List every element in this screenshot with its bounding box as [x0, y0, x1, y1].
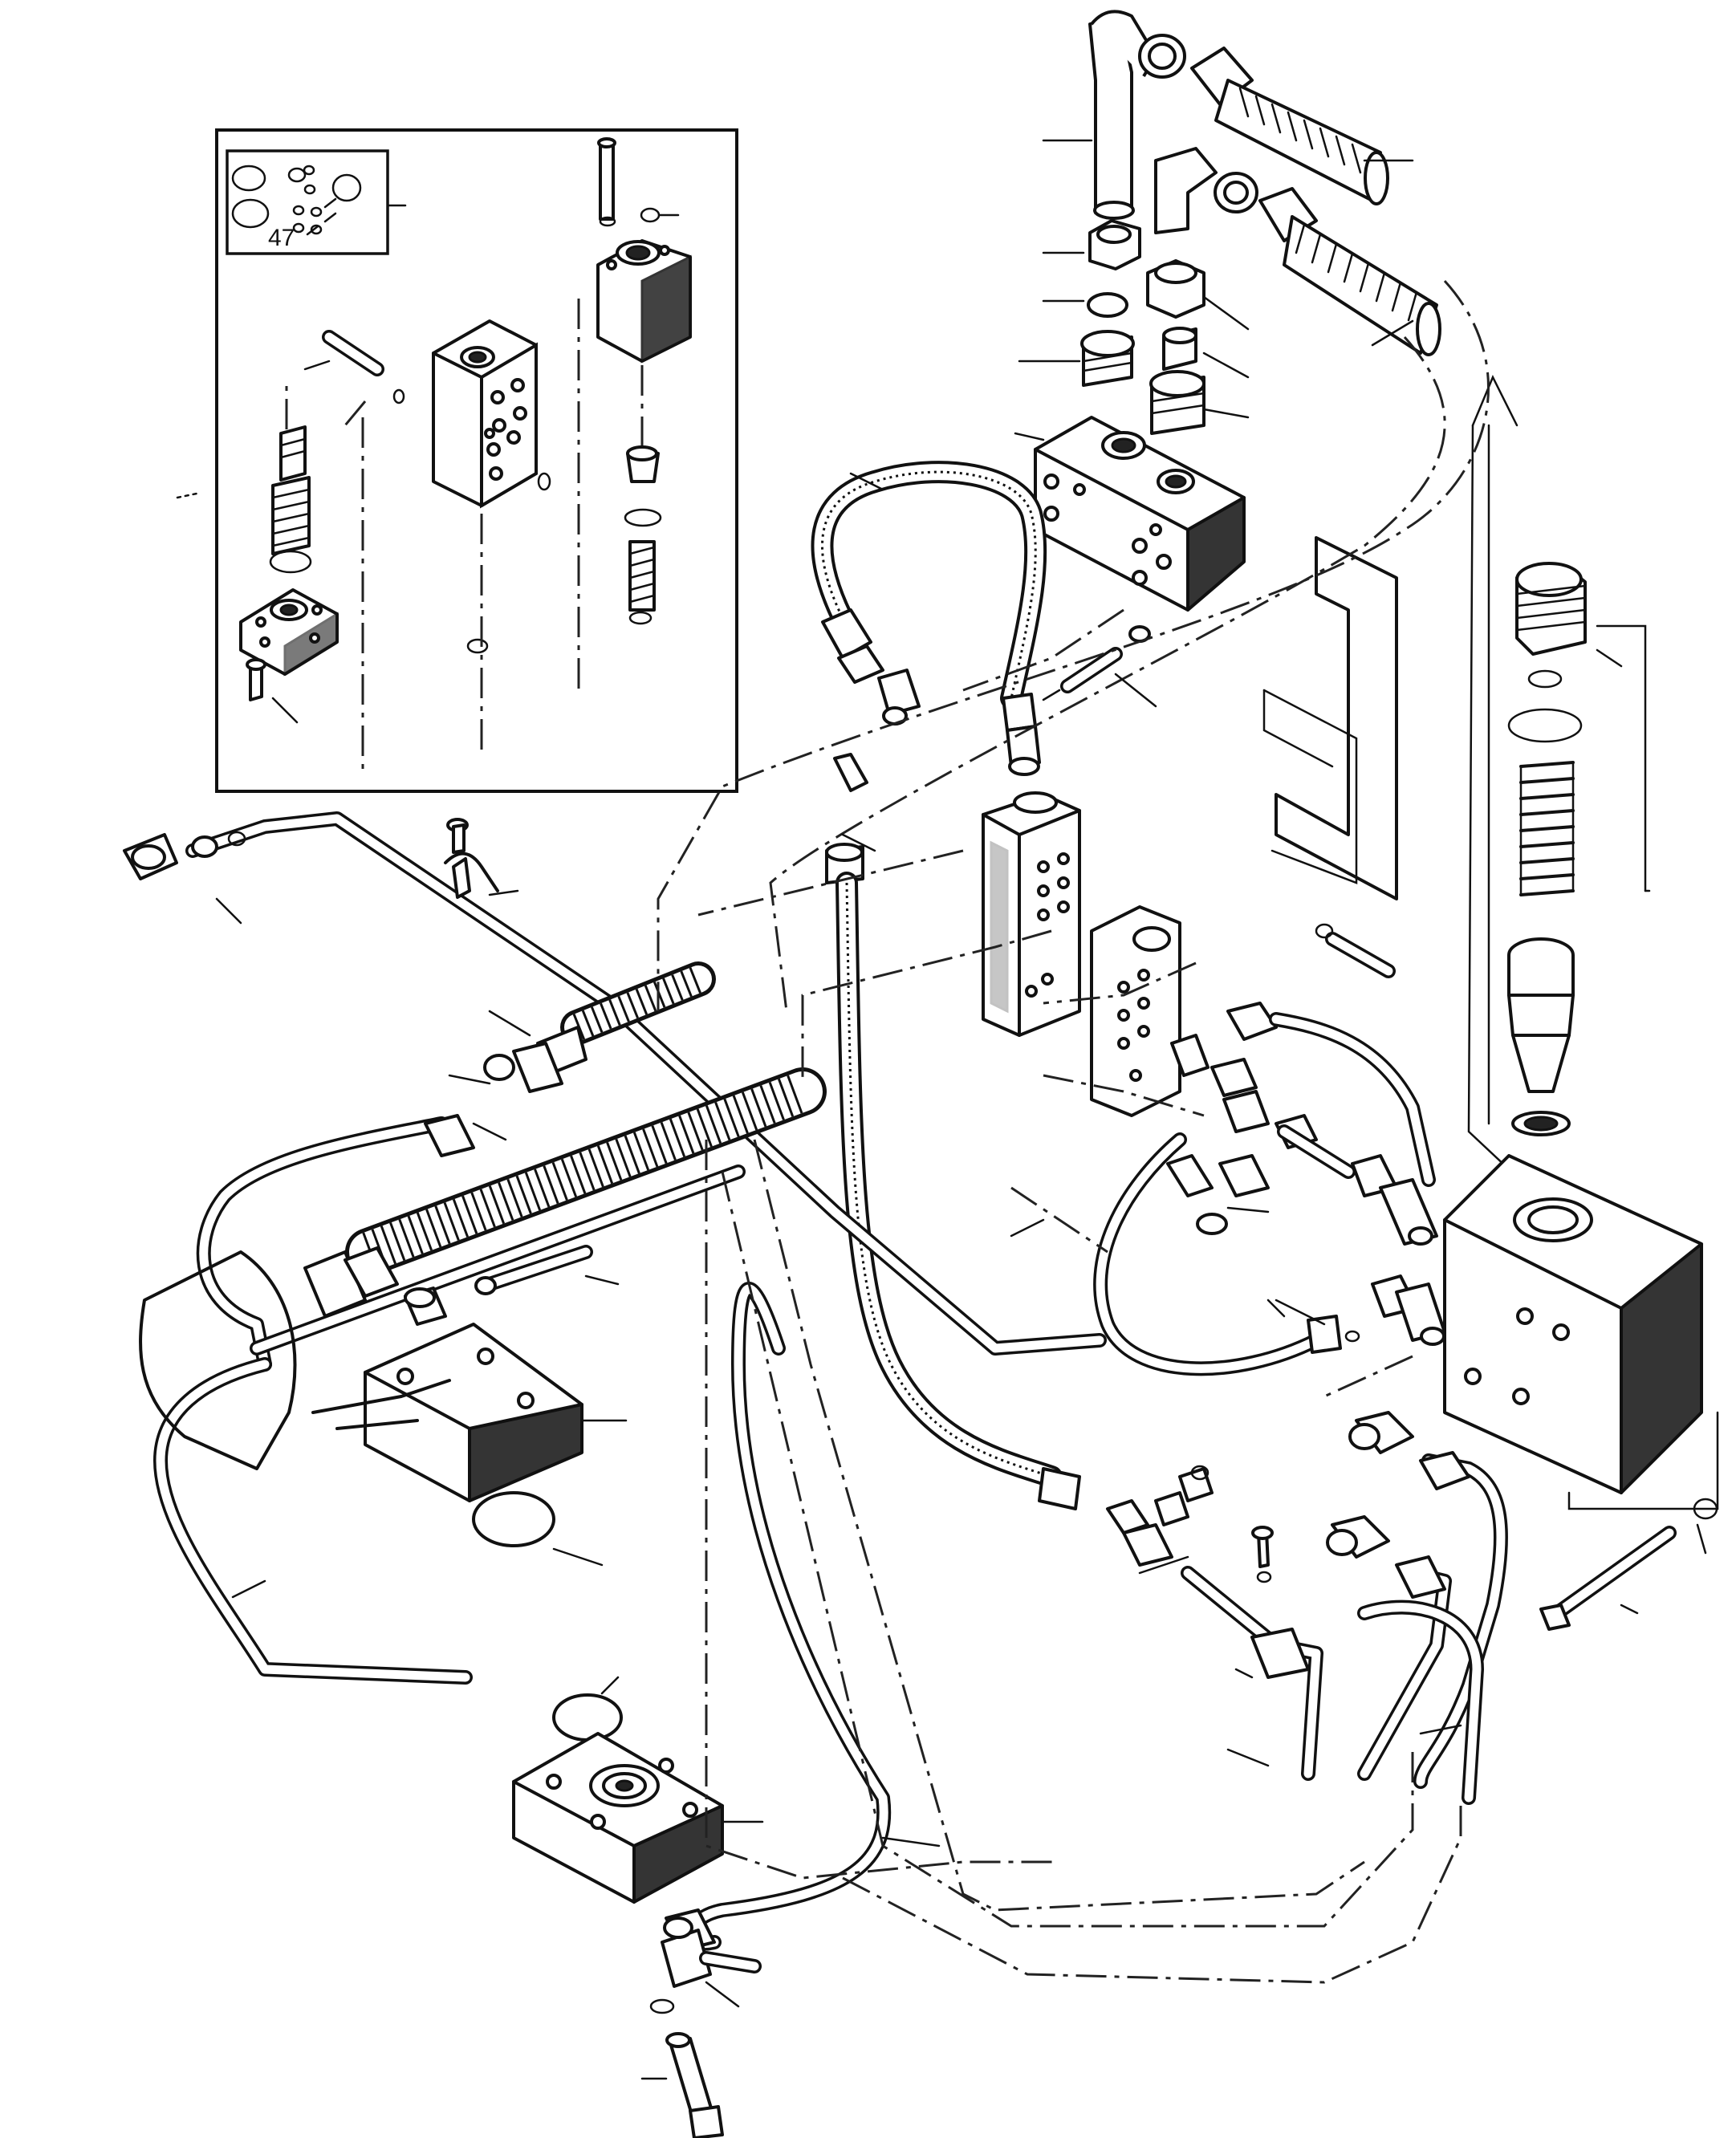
poppet [1507, 937, 1575, 1136]
valve-block-icon [512, 1732, 724, 1904]
hose-icon [811, 461, 1047, 709]
valve-block-icon [1034, 416, 1246, 612]
hose-icon [345, 1067, 827, 1276]
connection-lines [657, 279, 1490, 1984]
tee-fittings [1093, 1002, 1446, 1376]
loop-pipe [153, 1116, 473, 1685]
cartridge-plug [1507, 562, 1587, 743]
spring [1519, 761, 1575, 896]
elbow-fitting-upper [1088, 10, 1186, 220]
valve-block-icon [596, 137, 692, 364]
elbow-fitting [1348, 1411, 1508, 1789]
inset-detail-box: 47 [176, 128, 738, 793]
bracket [1262, 536, 1398, 900]
valve-block-icon [1443, 1154, 1703, 1494]
pipe-elbow [1181, 1566, 1323, 1781]
seal-kit-number: 47 [268, 225, 295, 251]
hose-icon [835, 872, 1063, 1488]
hose-end-lower [1258, 187, 1441, 356]
hose-end-upper [1190, 47, 1389, 205]
bolt-icon [665, 2032, 724, 2138]
manifold-block [432, 319, 538, 509]
elbow-fitting-lower [1154, 147, 1258, 234]
valve-stack [982, 791, 1081, 1037]
return-pipe [684, 1282, 892, 1951]
mounting-plate [1090, 905, 1181, 1117]
valve-block-icon [364, 1323, 583, 1502]
elbow-fitting [1326, 1515, 1452, 1781]
seal-kit-icon: 47 [226, 149, 389, 255]
leader-lines [215, 139, 1707, 2080]
